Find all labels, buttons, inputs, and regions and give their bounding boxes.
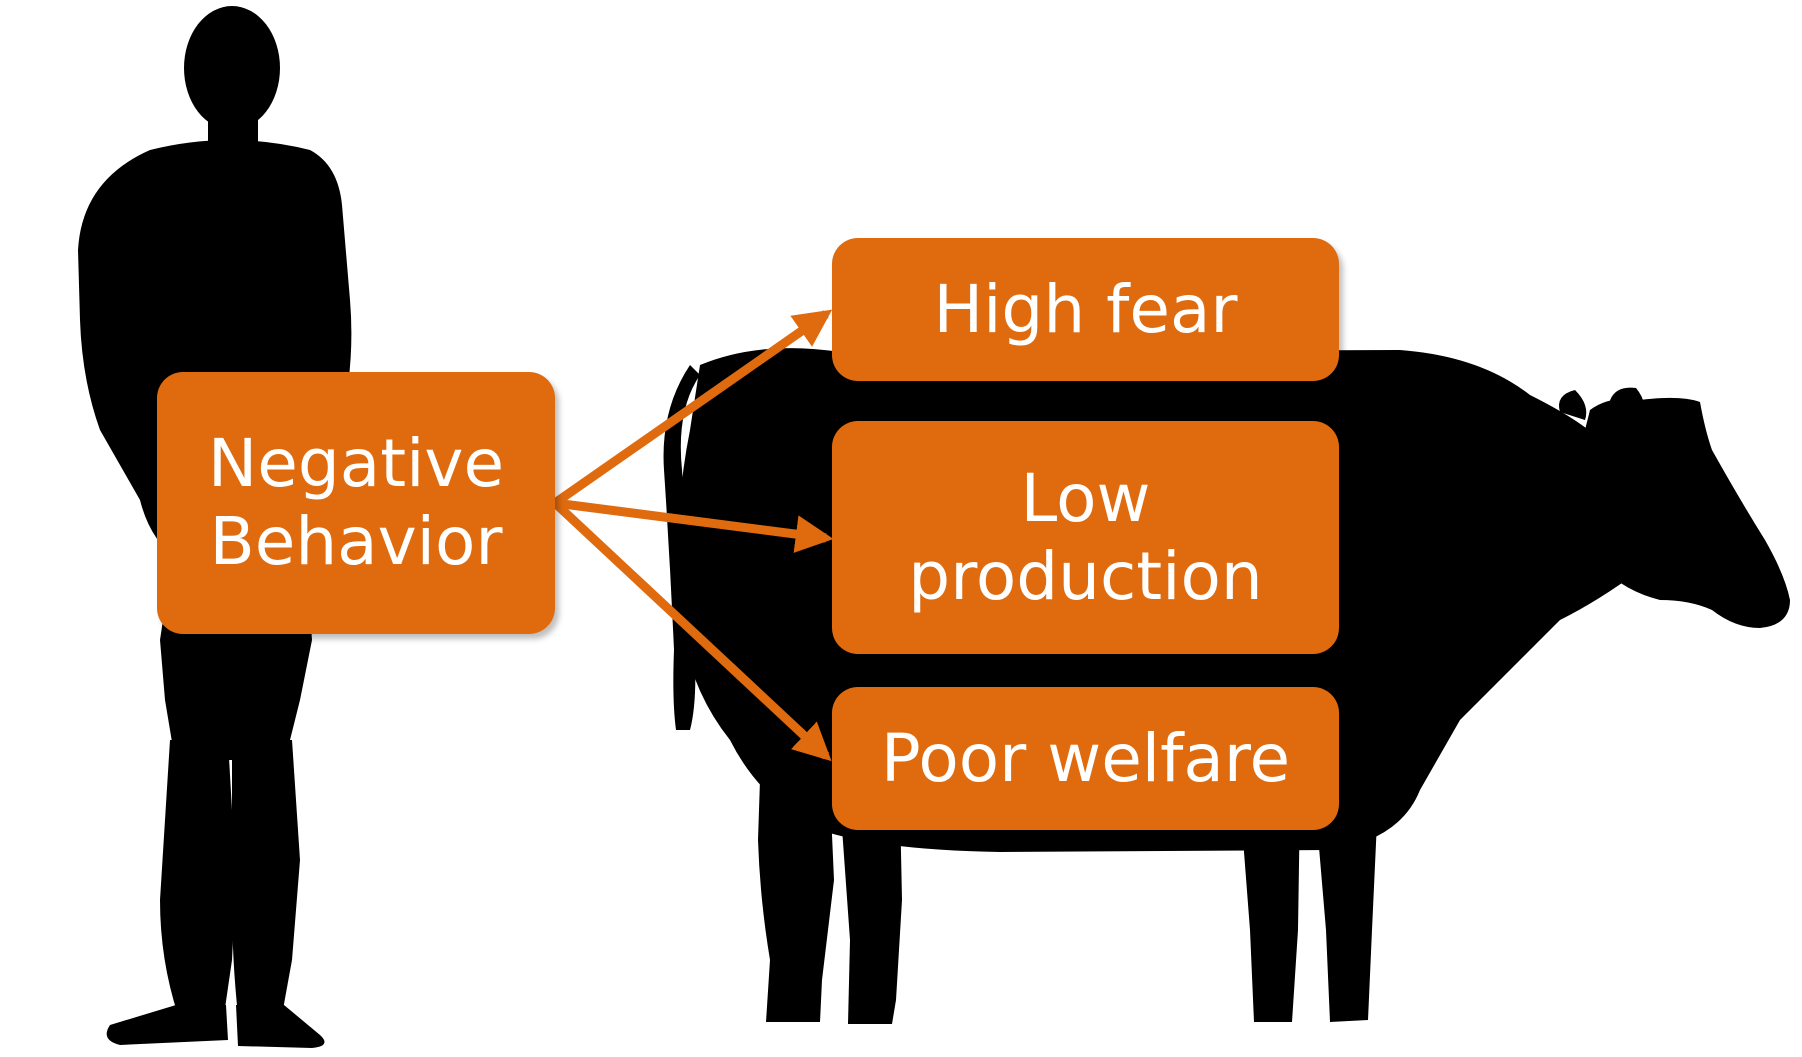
high-fear-box: High fear bbox=[832, 238, 1339, 381]
arrows bbox=[551, 309, 834, 762]
negative-behavior-box: Negative Behavior bbox=[157, 372, 555, 634]
arrow-to-low-production bbox=[554, 498, 834, 553]
poor-welfare-box: Poor welfare bbox=[832, 687, 1339, 830]
arrow-to-high-fear bbox=[552, 309, 833, 507]
arrow-to-poor-welfare bbox=[551, 499, 832, 762]
low-production-box: Low production bbox=[832, 421, 1339, 654]
